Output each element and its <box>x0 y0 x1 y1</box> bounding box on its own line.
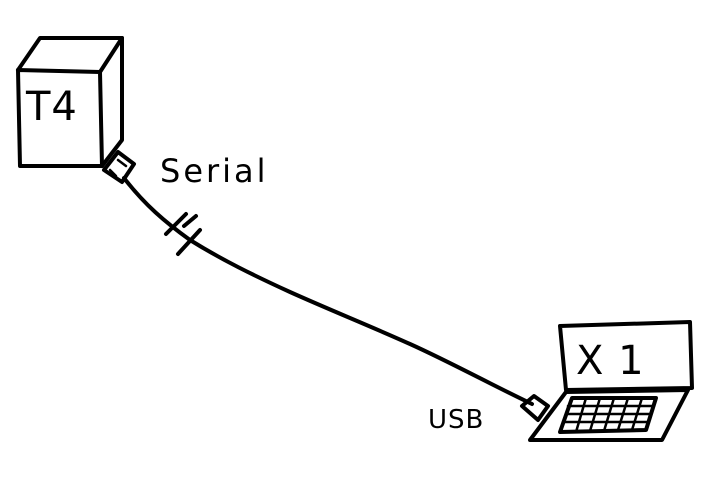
x1-keyboard <box>558 396 658 434</box>
x1-screen <box>558 320 694 392</box>
usb-label: USB <box>428 405 484 435</box>
serial-label: Serial <box>160 152 269 190</box>
x1-base <box>528 388 690 442</box>
t4-box: T4 <box>16 36 124 168</box>
serial-connector <box>102 150 136 184</box>
x1-laptop: X 1 <box>528 320 694 442</box>
cable-adapter <box>164 212 202 256</box>
t4-label: T4 <box>25 84 78 130</box>
serial-plug <box>102 150 136 184</box>
t4-box-side <box>100 36 124 168</box>
x1-label: X 1 <box>576 338 645 384</box>
usb-plug <box>520 394 550 422</box>
cable <box>122 176 534 406</box>
t4-box-top <box>16 36 124 74</box>
